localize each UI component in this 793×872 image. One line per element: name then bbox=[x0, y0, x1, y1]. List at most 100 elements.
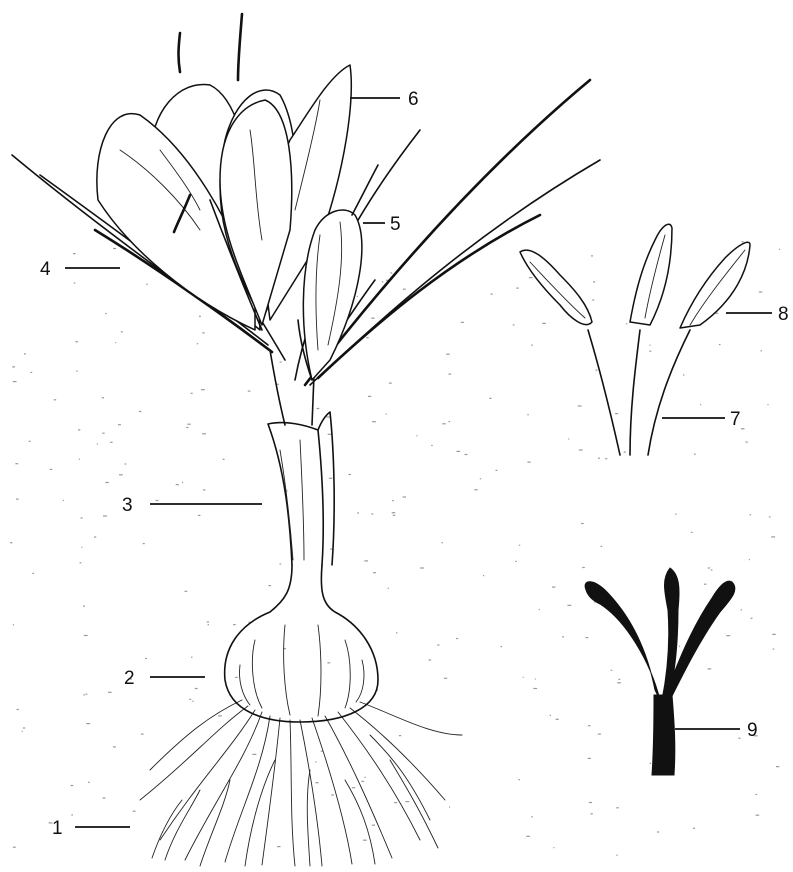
paper-speck bbox=[483, 575, 484, 576]
paper-speck bbox=[779, 249, 780, 250]
paper-speck bbox=[751, 618, 753, 619]
paper-speck bbox=[605, 458, 607, 459]
paper-speck bbox=[746, 442, 748, 443]
paper-speck bbox=[143, 543, 145, 544]
paper-speck bbox=[201, 389, 205, 390]
paper-speck bbox=[139, 411, 142, 412]
label-7: 7 bbox=[730, 409, 741, 430]
paper-speck bbox=[252, 754, 256, 755]
paper-speck bbox=[382, 281, 383, 282]
paper-speck bbox=[700, 404, 701, 405]
paper-speck bbox=[119, 474, 123, 475]
paper-speck bbox=[562, 636, 564, 637]
paper-speck bbox=[393, 515, 396, 516]
paper-speck bbox=[368, 396, 371, 397]
paper-speck bbox=[579, 449, 583, 450]
corm bbox=[225, 565, 378, 722]
paper-speck bbox=[618, 679, 620, 680]
paper-speck bbox=[24, 353, 26, 354]
paper-speck bbox=[389, 383, 392, 384]
paper-speck bbox=[113, 746, 116, 747]
paper-speck bbox=[105, 313, 107, 314]
paper-speck bbox=[449, 421, 451, 422]
paper-speck bbox=[617, 682, 621, 683]
paper-speck bbox=[372, 421, 376, 422]
paper-speck bbox=[10, 542, 12, 543]
paper-speck bbox=[315, 761, 316, 762]
paper-speck bbox=[708, 668, 712, 669]
paper-speck bbox=[491, 294, 493, 295]
paper-speck bbox=[208, 624, 209, 625]
label-5: 5 bbox=[390, 214, 401, 235]
paper-speck bbox=[550, 715, 551, 716]
paper-speck bbox=[501, 646, 503, 647]
paper-speck bbox=[582, 567, 585, 568]
paper-speck bbox=[518, 779, 520, 780]
paper-speck bbox=[105, 482, 109, 483]
paper-speck bbox=[88, 782, 90, 783]
paper-speck bbox=[399, 735, 401, 736]
paper-speck bbox=[197, 343, 198, 344]
paper-speck bbox=[86, 723, 90, 724]
paper-speck bbox=[749, 559, 750, 560]
paper-speck bbox=[182, 482, 183, 483]
paper-speck bbox=[616, 855, 617, 856]
paper-speck bbox=[489, 398, 491, 399]
paper-speck bbox=[527, 462, 530, 463]
paper-speck bbox=[513, 324, 515, 325]
paper-speck bbox=[437, 644, 439, 645]
paper-speck bbox=[772, 634, 776, 635]
paper-speck bbox=[191, 657, 193, 658]
paper-speck bbox=[420, 567, 424, 568]
paper-speck bbox=[373, 572, 376, 573]
paper-speck bbox=[465, 454, 468, 455]
paper-speck bbox=[616, 807, 619, 808]
paper-speck bbox=[207, 621, 209, 622]
paper-speck bbox=[363, 840, 367, 841]
label-2: 2 bbox=[124, 668, 135, 689]
paper-speck bbox=[416, 435, 417, 436]
paper-speck bbox=[515, 561, 517, 562]
paper-speck bbox=[588, 758, 591, 759]
paper-speck bbox=[683, 374, 684, 375]
paper-speck bbox=[30, 372, 32, 373]
paper-speck bbox=[598, 458, 600, 459]
paper-speck bbox=[741, 609, 742, 610]
paper-speck bbox=[527, 414, 529, 415]
paper-speck bbox=[394, 802, 397, 803]
paper-speck bbox=[203, 489, 206, 490]
paper-speck bbox=[277, 846, 280, 847]
paper-speck bbox=[591, 813, 593, 814]
paper-speck bbox=[248, 391, 251, 392]
paper-speck bbox=[552, 587, 555, 588]
paper-speck bbox=[141, 734, 144, 735]
paper-speck bbox=[556, 719, 559, 720]
paper-speck bbox=[588, 725, 591, 726]
paper-speck bbox=[704, 584, 707, 585]
paper-speck bbox=[403, 289, 406, 290]
roots bbox=[140, 700, 462, 866]
paper-speck bbox=[327, 662, 330, 663]
paper-speck bbox=[84, 635, 88, 636]
paper-speck bbox=[457, 451, 461, 452]
paper-speck bbox=[708, 567, 710, 568]
paper-speck bbox=[769, 516, 771, 517]
paper-speck bbox=[81, 517, 83, 518]
paper-speck bbox=[390, 272, 392, 273]
paper-speck bbox=[145, 658, 147, 659]
paper-speck bbox=[719, 344, 721, 345]
sheath bbox=[268, 350, 334, 565]
paper-speck bbox=[611, 670, 613, 671]
paper-speck bbox=[103, 797, 106, 798]
paper-speck bbox=[63, 500, 64, 501]
label-3: 3 bbox=[122, 495, 133, 516]
paper-speck bbox=[118, 424, 121, 425]
paper-speck bbox=[738, 738, 740, 739]
paper-speck bbox=[357, 512, 359, 513]
paper-speck bbox=[480, 478, 481, 479]
paper-speck bbox=[726, 635, 730, 636]
paper-speck bbox=[83, 606, 85, 607]
paper-speck bbox=[29, 441, 31, 442]
paper-speck bbox=[591, 255, 593, 256]
